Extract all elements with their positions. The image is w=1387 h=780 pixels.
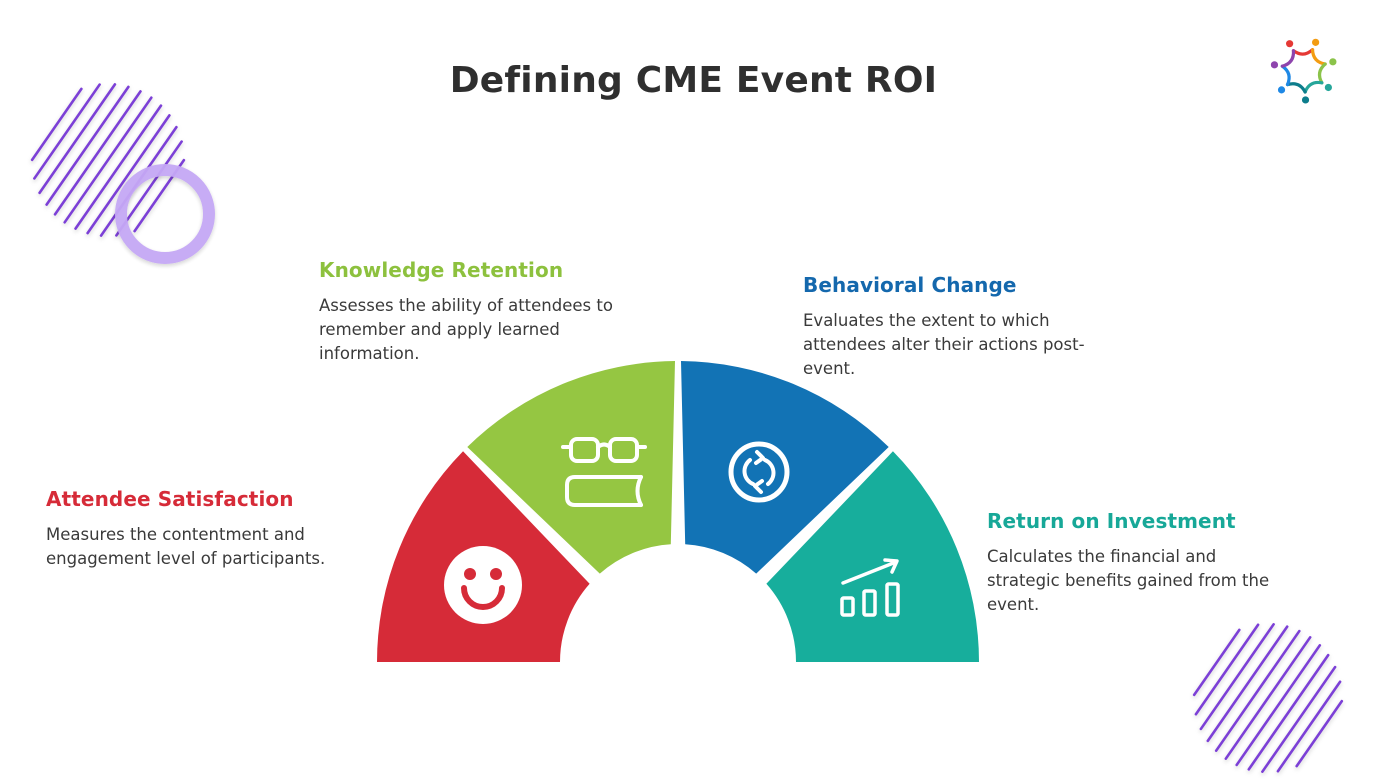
behavioral-change-block: Behavioral Change Evaluates the extent t…: [803, 273, 1093, 381]
stripe-line: [86, 114, 171, 235]
behavioral-change-title: Behavioral Change: [803, 273, 1017, 297]
stripe-line: [1261, 665, 1337, 773]
stripe-line: [1192, 628, 1241, 697]
logo-arm: [1310, 48, 1327, 66]
stripe-line: [1194, 623, 1260, 716]
knowledge-retention-title: Knowledge Retention: [319, 258, 564, 282]
behavioral-change-description: Evaluates the extent to which attendees …: [803, 311, 1085, 378]
refresh-cycle-icon: [728, 441, 790, 503]
logo-arm: [1303, 80, 1324, 94]
semicircle-diagram: [377, 361, 979, 662]
stripe-line: [1276, 680, 1342, 773]
stripe-line: [1295, 699, 1344, 768]
glasses-book-icon: [561, 437, 647, 507]
ring-decoration: [115, 164, 215, 264]
attendee-satisfaction-block: Attendee Satisfaction Measures the conte…: [46, 487, 336, 571]
logo-head: [1270, 61, 1279, 69]
stripe-line: [1206, 625, 1289, 743]
smiley-face-icon: [444, 546, 522, 624]
stripe-line: [45, 85, 130, 206]
stripe-decoration-bottom-right: [1192, 623, 1344, 773]
stripe-line: [38, 83, 117, 195]
logo-head: [1286, 40, 1294, 48]
stripe-line: [1247, 653, 1330, 771]
logo-head: [1301, 96, 1310, 104]
stripe-line: [30, 87, 83, 162]
return-on-investment-description: Calculates the financial and strategic b…: [987, 547, 1270, 614]
logo-arm: [1291, 48, 1315, 56]
page-title: Defining CME Event ROI: [449, 60, 938, 101]
logo-arm: [1285, 82, 1307, 94]
return-on-investment-block: Return on Investment Calculates the fina…: [987, 509, 1287, 617]
growth-chart-icon: [840, 558, 900, 617]
return-on-investment-title: Return on Investment: [987, 509, 1236, 533]
stripe-line: [53, 90, 142, 216]
logo-arm: [1317, 62, 1327, 85]
stripe-line: [1214, 629, 1301, 752]
knowledge-retention-description: Assesses the ability of attendees to rem…: [319, 296, 613, 363]
knowledge-retention-block: Knowledge Retention Assesses the ability…: [319, 258, 619, 366]
stripe-line: [1199, 623, 1275, 731]
logo-head: [1324, 83, 1332, 92]
attendee-satisfaction-title: Attendee Satisfaction: [46, 487, 294, 511]
logo-head: [1329, 58, 1337, 66]
return-on-investment-segment: [766, 451, 979, 662]
stripe-decoration-top-left: [30, 83, 186, 237]
stripe-line: [1224, 636, 1312, 760]
stripe-line: [63, 96, 153, 224]
stripe-line: [1235, 644, 1322, 767]
attendee-satisfaction-description: Measures the contentment and engagement …: [46, 525, 326, 568]
logo-arm: [1280, 64, 1291, 87]
stripe-line: [33, 83, 101, 180]
logo-arm: [1280, 49, 1296, 68]
stripe-line: [74, 104, 163, 230]
logo-head: [1312, 38, 1320, 46]
logo-head: [1277, 86, 1286, 94]
people-circle-logo: [1270, 38, 1337, 104]
knowledge-retention-segment: [467, 361, 676, 574]
